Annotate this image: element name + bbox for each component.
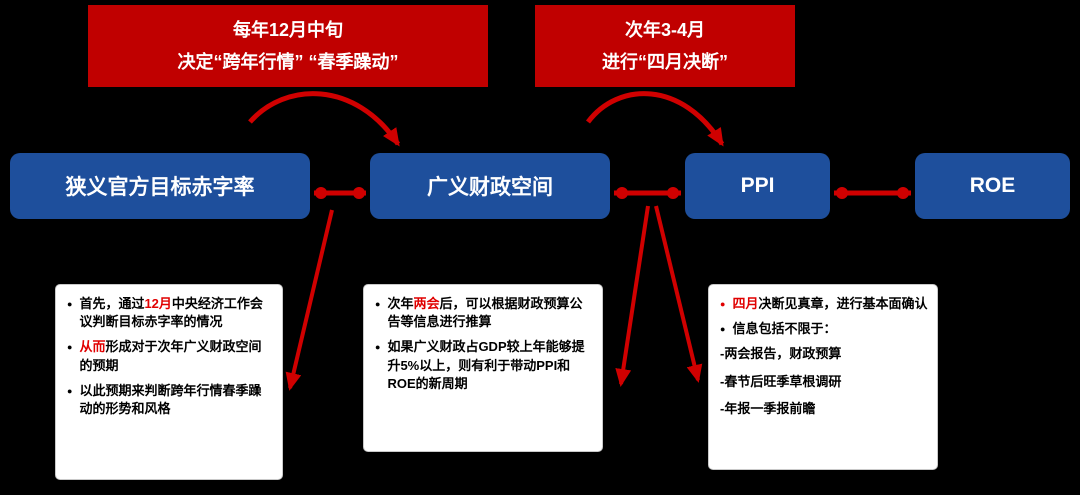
stage-ppi: PPI [685, 153, 830, 219]
curved-arrow-april-icon [586, 91, 725, 147]
note-item-text: -两会报告，财政预算 [720, 346, 842, 362]
banner-december-line-2: 决定“跨年行情” “春季躁动” [177, 52, 399, 72]
note-item-text: 首先，通过12月中央经济工作会议判断目标赤字率的情况 [79, 296, 263, 330]
note-item-text: 以此预期来判断跨年行情春季躁动的形势和风格 [79, 382, 262, 416]
connector-dot [897, 187, 909, 199]
note-fiscal: ● 次年两会后，可以根据财政预算公告等信息进行推算 ● 如果广义财政占GDP较上年能够… [363, 284, 603, 452]
banner-april-line-2: 进行“四月决断” [602, 52, 728, 72]
note-item-text: 信息包括不限于： [732, 321, 837, 337]
note-item: ● 首先，通过12月中央经济工作会议判断目标赤字率的情况 [65, 295, 273, 331]
connector-dot [836, 187, 848, 199]
down-arrow-deficit-icon [285, 209, 334, 391]
stage-roe: ROE [915, 153, 1070, 219]
bullet-icon: ● [375, 342, 381, 353]
bullet-icon: ● [720, 324, 726, 335]
note-deficit: ● 首先，通过12月中央经济工作会议判断目标赤字率的情况 ● 从而形成对于次年广义财政… [55, 284, 283, 480]
note-item: -年报一季报前瞻 [718, 400, 928, 418]
stage-fiscal-space: 广义财政空间 [370, 153, 610, 219]
note-item-text: -春节后旺季草根调研 [720, 373, 842, 389]
note-item-text: 从而形成对于次年广义财政空间的预期 [79, 339, 262, 373]
down-arrow-fiscal-icon [615, 205, 650, 387]
bullet-icon: ● [67, 299, 73, 309]
bullet-icon: ● [67, 342, 73, 353]
note-item-text: -年报一季报前瞻 [720, 400, 816, 416]
banner-december-line-1: 每年12月中旬 [232, 19, 344, 40]
note-item: -两会报告，财政预算 [718, 345, 928, 363]
note-item-text: 次年两会后，可以根据财政预算公告等信息进行推算 [387, 296, 583, 330]
note-item: -春节后旺季草根调研 [718, 373, 928, 391]
note-item: ● 信息包括不限于： [718, 320, 928, 338]
note-item-text: 四月决断见真章，进行基本面确认 [732, 296, 928, 311]
banner-april: 次年3-4月 进行“四月决断” [535, 5, 795, 87]
banner-december: 每年12月中旬 决定“跨年行情” “春季躁动” [88, 5, 488, 87]
down-arrow-april-icon [654, 205, 703, 383]
note-april: ● 四月决断见真章，进行基本面确认 ● 信息包括不限于： -两会报告，财政预算 -春节后旺… [708, 284, 938, 470]
connector-dot [667, 187, 679, 199]
connector-dot [353, 187, 365, 199]
note-item: ● 以此预期来判断跨年行情春季躁动的形势和风格 [65, 382, 273, 418]
bullet-icon: ● [67, 385, 73, 396]
note-item: ● 四月决断见真章，进行基本面确认 [718, 295, 928, 313]
connector-dot [315, 187, 327, 199]
note-item: ● 如果广义财政占GDP较上年能够提升5%以上，则有利于带动PPI和ROE的新周期 [373, 338, 593, 393]
note-item: ● 次年两会后，可以根据财政预算公告等信息进行推算 [373, 295, 593, 331]
curved-arrow-december-icon [248, 91, 401, 147]
connector-dot [616, 187, 628, 199]
stage-deficit-rate: 狭义官方目标赤字率 [10, 153, 310, 219]
bullet-icon: ● [720, 299, 726, 309]
note-item: ● 从而形成对于次年广义财政空间的预期 [65, 338, 273, 374]
banner-april-line-1: 次年3-4月 [624, 19, 705, 40]
bullet-icon: ● [375, 299, 381, 309]
note-item-text: 如果广义财政占GDP较上年能够提升5%以上，则有利于带动PPI和ROE的新周期 [387, 339, 585, 391]
